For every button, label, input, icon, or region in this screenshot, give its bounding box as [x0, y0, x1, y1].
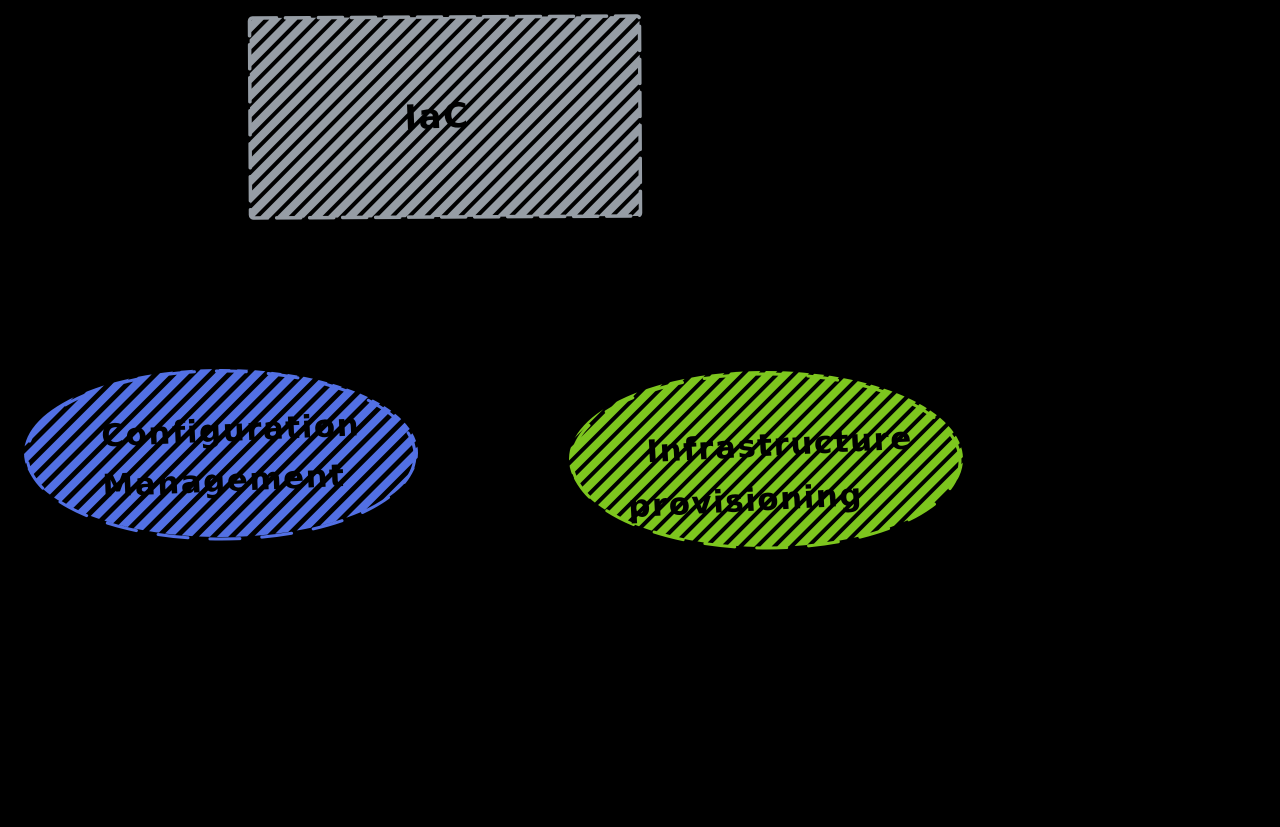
iac-box-fill: [249, 15, 641, 218]
iac-label: IaC: [404, 96, 471, 139]
configuration-management-ellipse-border: [25, 369, 417, 541]
node-configuration-management: Configuration Management: [24, 369, 418, 541]
configuration-management-ellipse-fill: [24, 369, 418, 537]
iac-box-border: [247, 14, 643, 220]
infrastructure-provisioning-ellipse-fill: [569, 371, 963, 547]
infrastructure-provisioning-ellipse-border: [570, 372, 962, 550]
node-iac: IaC: [247, 14, 643, 220]
node-infrastructure-provisioning: Infrastructure provisioning: [569, 371, 963, 550]
